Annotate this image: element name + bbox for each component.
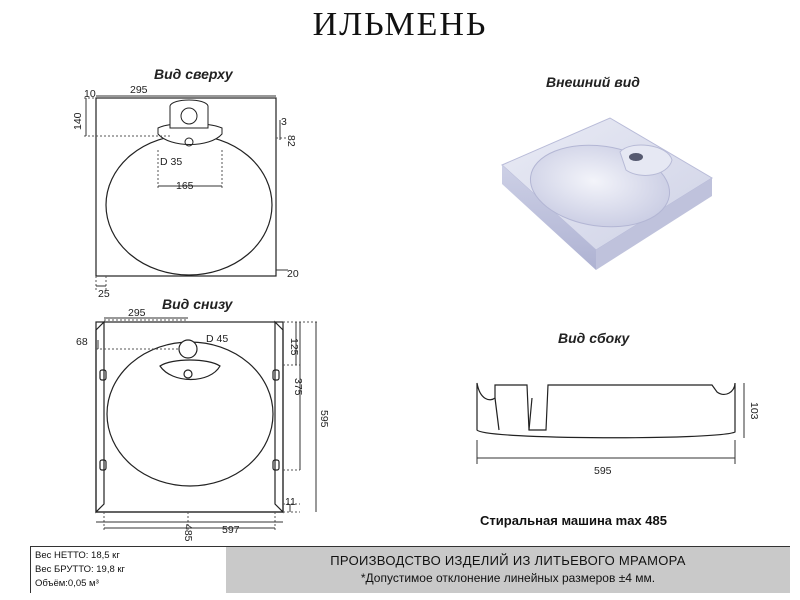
- bottom-dim-595: 595: [318, 410, 330, 428]
- top-view-drawing: [84, 95, 288, 290]
- bottom-dim-295: 295: [128, 307, 146, 319]
- tolerance-note: *Допустимое отклонение линейных размеров…: [360, 571, 656, 585]
- top-dim-3: 3: [281, 116, 287, 128]
- bottom-dim-485: 485: [182, 524, 194, 542]
- top-dim-140: 140: [72, 112, 84, 130]
- top-dim-20: 20: [287, 268, 299, 280]
- spec-volume: Объём:0,05 м³: [35, 578, 99, 589]
- production-banner: ПРОИЗВОДСТВО ИЗДЕЛИЙ ИЗ ЛИТЬЕВОГО МРАМОР…: [226, 546, 790, 593]
- footer: Вес НЕТТО: 18,5 кг Вес БРУТТО: 19,8 кг О…: [0, 546, 800, 600]
- spec-gross-weight: Вес БРУТТО: 19,8 кг: [35, 564, 126, 575]
- top-dim-165: 165: [176, 180, 194, 192]
- top-dim-10: 10: [84, 88, 96, 100]
- side-dim-595: 595: [594, 465, 612, 477]
- bottom-dim-597: 597: [222, 524, 240, 536]
- bottom-view-drawing: [95, 317, 318, 530]
- side-dim-103: 103: [748, 402, 760, 420]
- side-view-drawing: [476, 382, 745, 464]
- production-title: ПРОИЗВОДСТВО ИЗДЕЛИЙ ИЗ ЛИТЬЕВОГО МРАМОР…: [330, 553, 686, 568]
- external-view-drawing: [501, 117, 713, 270]
- bottom-hole-d45: D 45: [206, 333, 229, 345]
- washing-machine-note: Стиральная машина max 485: [480, 513, 667, 528]
- product-title: ИЛЬМЕНЬ: [312, 6, 488, 43]
- side-view-label: Вид сбоку: [558, 330, 630, 346]
- external-view-label: Внешний вид: [546, 74, 640, 90]
- bottom-dim-375: 375: [292, 378, 304, 396]
- bottom-dim-11: 11: [285, 496, 296, 508]
- spec-net-weight: Вес НЕТТО: 18,5 кг: [35, 550, 120, 561]
- top-dim-295: 295: [130, 84, 148, 96]
- top-dim-25: 25: [98, 288, 110, 300]
- bottom-view-label: Вид снизу: [162, 296, 233, 312]
- bottom-dim-125: 125: [288, 338, 300, 356]
- bottom-dim-68: 68: [76, 336, 88, 348]
- top-view-label: Вид сверху: [154, 66, 233, 82]
- top-dim-82: 82: [285, 135, 297, 147]
- top-hole-d35: D 35: [160, 156, 183, 168]
- spec-box: Вес НЕТТО: 18,5 кг Вес БРУТТО: 19,8 кг О…: [30, 546, 226, 593]
